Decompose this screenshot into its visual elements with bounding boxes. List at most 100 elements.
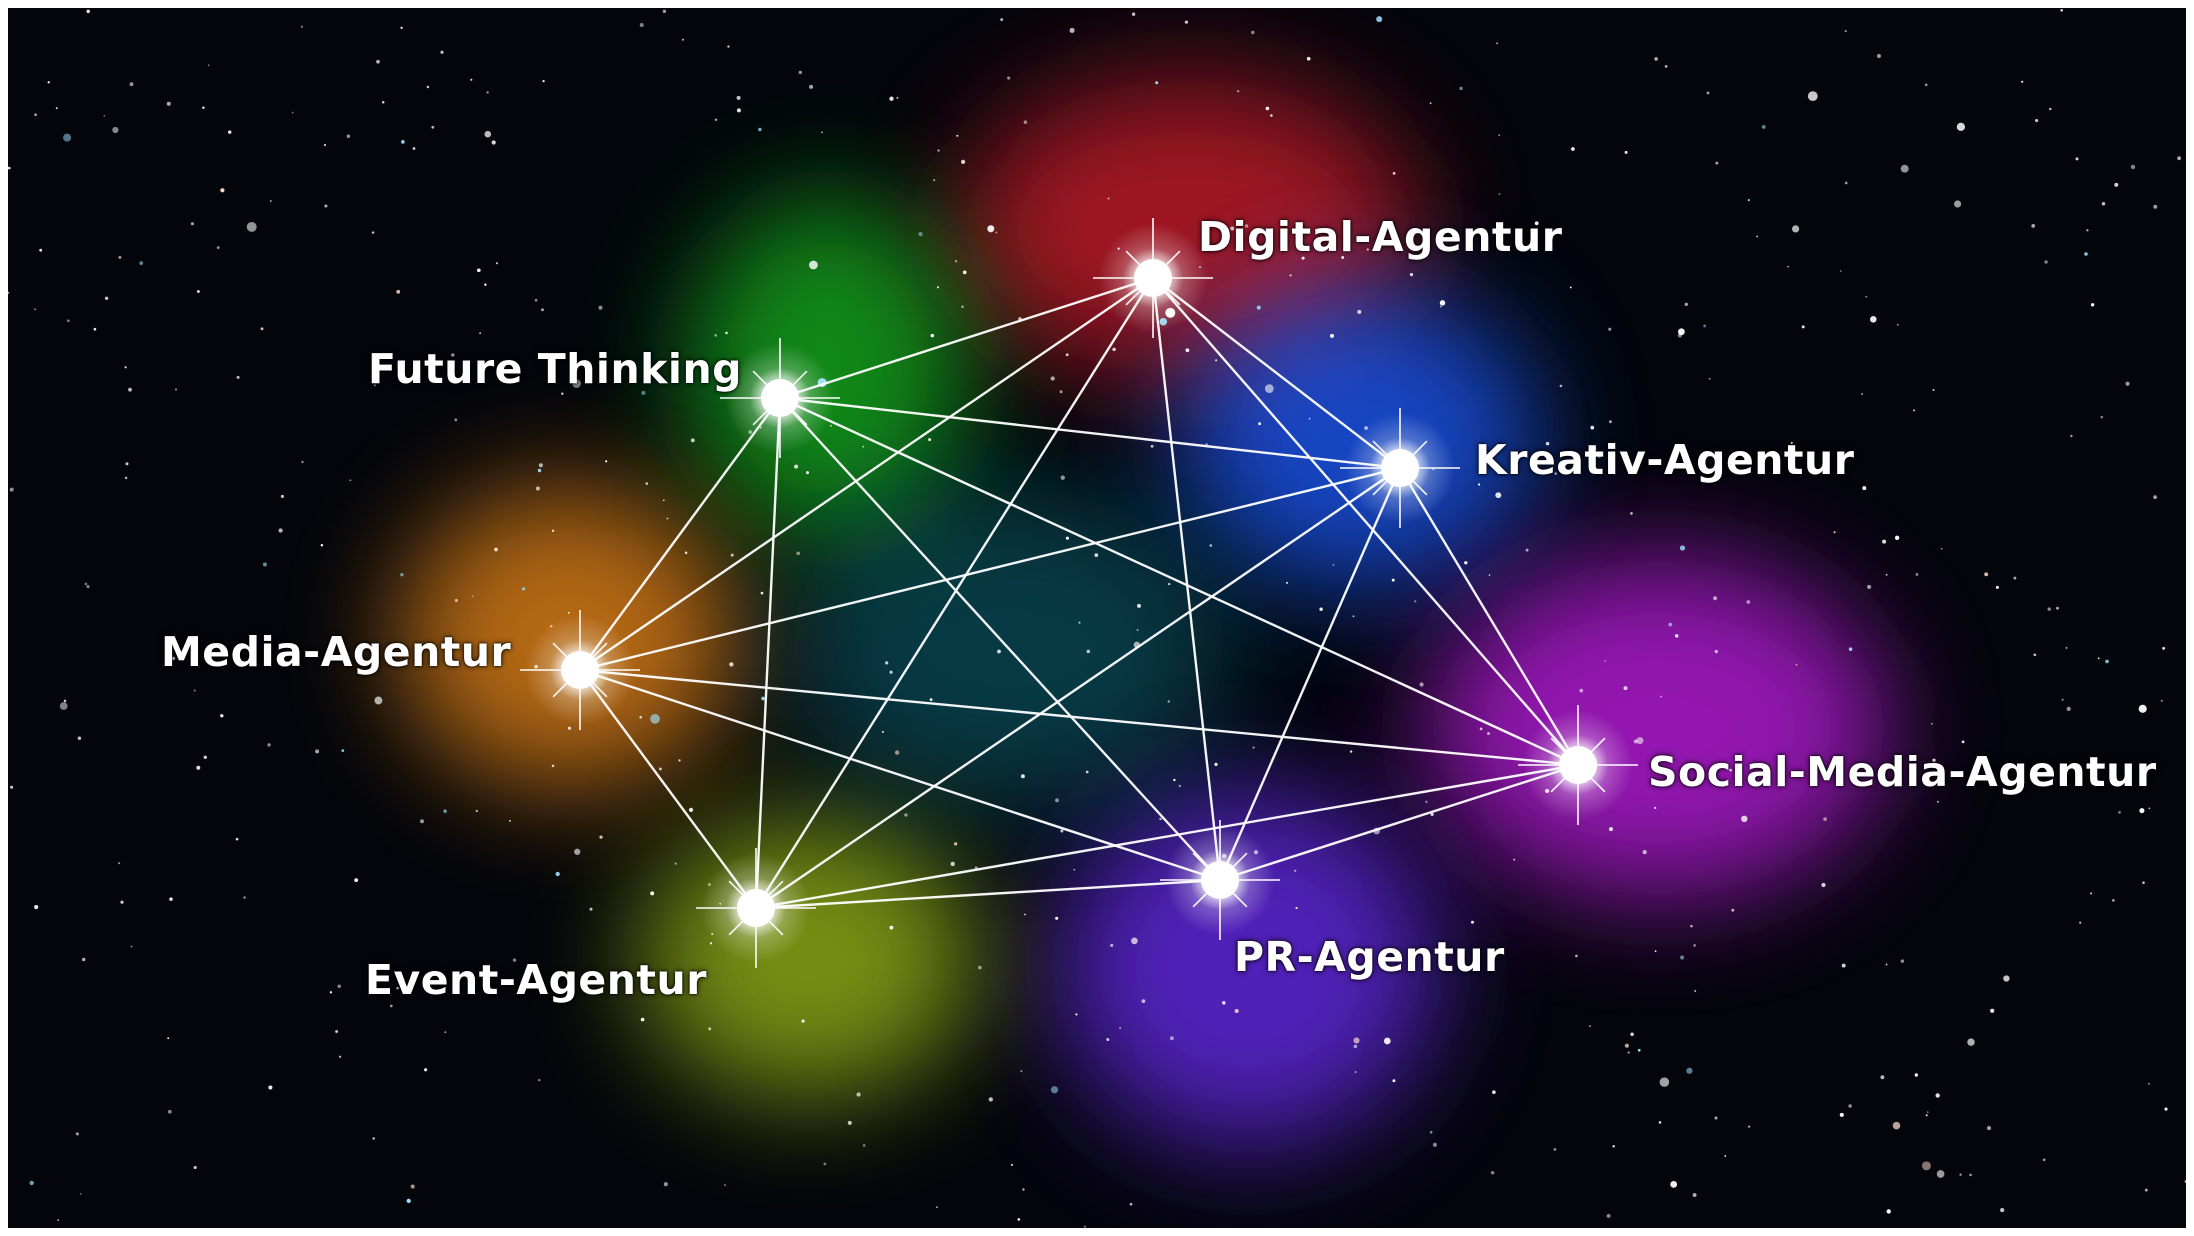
background-star — [736, 95, 741, 100]
background-star — [1222, 1001, 1226, 1005]
background-star — [761, 696, 765, 701]
background-star — [1020, 1070, 1023, 1073]
background-star — [454, 418, 458, 422]
background-star — [1746, 600, 1751, 604]
background-star — [470, 78, 473, 81]
background-star — [928, 438, 932, 442]
background-star — [1936, 800, 1939, 803]
background-star — [1926, 1111, 1929, 1113]
background-star — [1936, 1170, 1945, 1178]
background-star — [936, 286, 940, 289]
background-star — [1329, 333, 1335, 338]
background-star — [124, 366, 127, 369]
node-star-kreativ — [1340, 408, 1460, 528]
nebula-social — [1428, 558, 1888, 898]
background-star — [1169, 1036, 1174, 1041]
background-star — [1060, 829, 1064, 833]
background-star — [8, 291, 10, 294]
background-star — [729, 662, 734, 667]
background-star — [349, 479, 352, 482]
node-label-social-media-agentur: Social-Media-Agentur — [1648, 748, 2157, 796]
background-star — [1680, 955, 1685, 960]
background-star — [1553, 1148, 1557, 1151]
background-star — [2075, 157, 2079, 161]
background-star — [639, 715, 642, 719]
background-star — [2079, 921, 2082, 924]
background-star — [381, 101, 385, 104]
background-star — [662, 9, 667, 13]
background-star — [809, 84, 814, 89]
background-star — [1136, 628, 1139, 632]
background-star — [2153, 495, 2158, 499]
background-star — [1155, 81, 1159, 85]
background-star — [104, 296, 109, 301]
background-star — [1861, 393, 1863, 395]
background-star — [1065, 536, 1069, 540]
constellation-diagram: Digital-Agentur Future Thinking Kreativ-… — [8, 8, 2186, 1228]
background-star — [1173, 778, 1176, 782]
nebula-pr — [1058, 788, 1438, 1148]
background-star — [1608, 327, 1612, 331]
background-star — [2153, 204, 2158, 209]
background-star — [1795, 663, 1798, 666]
background-star — [1932, 758, 1936, 762]
background-star — [291, 111, 294, 114]
background-star — [736, 108, 741, 113]
background-star — [2035, 118, 2039, 123]
background-star — [639, 23, 644, 27]
background-star — [1471, 920, 1474, 924]
background-star — [662, 499, 665, 502]
background-star — [809, 260, 818, 270]
background-star — [538, 463, 543, 468]
background-star — [128, 387, 132, 392]
background-star — [166, 101, 171, 106]
background-star — [2070, 434, 2073, 438]
background-star — [1332, 564, 1335, 566]
node-label-kreativ-agentur: Kreativ-Agentur — [1475, 436, 1855, 484]
background-star — [1265, 106, 1270, 111]
background-star — [1069, 27, 1075, 33]
connection-line-future-media — [579, 397, 781, 671]
background-star — [1597, 455, 1601, 458]
background-star — [354, 878, 359, 882]
background-star — [1184, 20, 1189, 24]
background-star — [8, 166, 11, 170]
background-star — [2162, 647, 2165, 650]
background-star — [2114, 182, 2119, 187]
background-star — [93, 327, 97, 331]
background-star — [1168, 583, 1171, 586]
background-star — [1668, 622, 1673, 627]
background-star — [1007, 76, 1011, 80]
background-star — [235, 837, 239, 841]
background-star — [862, 1144, 866, 1147]
background-star — [953, 842, 958, 846]
background-star — [1954, 200, 1962, 208]
background-star — [1488, 574, 1491, 576]
background-star — [1865, 295, 1868, 298]
background-star — [1391, 578, 1395, 582]
background-star — [2084, 252, 2088, 256]
background-star — [1747, 198, 1750, 202]
background-star — [561, 392, 564, 395]
background-star — [1366, 248, 1369, 251]
background-star — [335, 1030, 339, 1033]
background-star — [1654, 806, 1657, 810]
background-star — [798, 70, 802, 75]
background-star — [320, 543, 324, 547]
background-star — [406, 1198, 411, 1204]
background-star — [1885, 963, 1888, 966]
background-star — [988, 1097, 993, 1102]
background-star — [1692, 1193, 1697, 1197]
background-star — [1590, 425, 1595, 430]
background-star — [684, 551, 688, 555]
connection-line-kreativ-pr — [1218, 467, 1402, 881]
background-star — [34, 905, 39, 910]
background-star — [674, 862, 677, 865]
background-star — [196, 290, 200, 293]
background-star — [1495, 492, 1502, 499]
background-star — [650, 891, 655, 896]
background-star — [1969, 1173, 1972, 1177]
background-star — [1479, 727, 1483, 731]
background-star — [202, 106, 205, 109]
background-star — [534, 298, 538, 302]
